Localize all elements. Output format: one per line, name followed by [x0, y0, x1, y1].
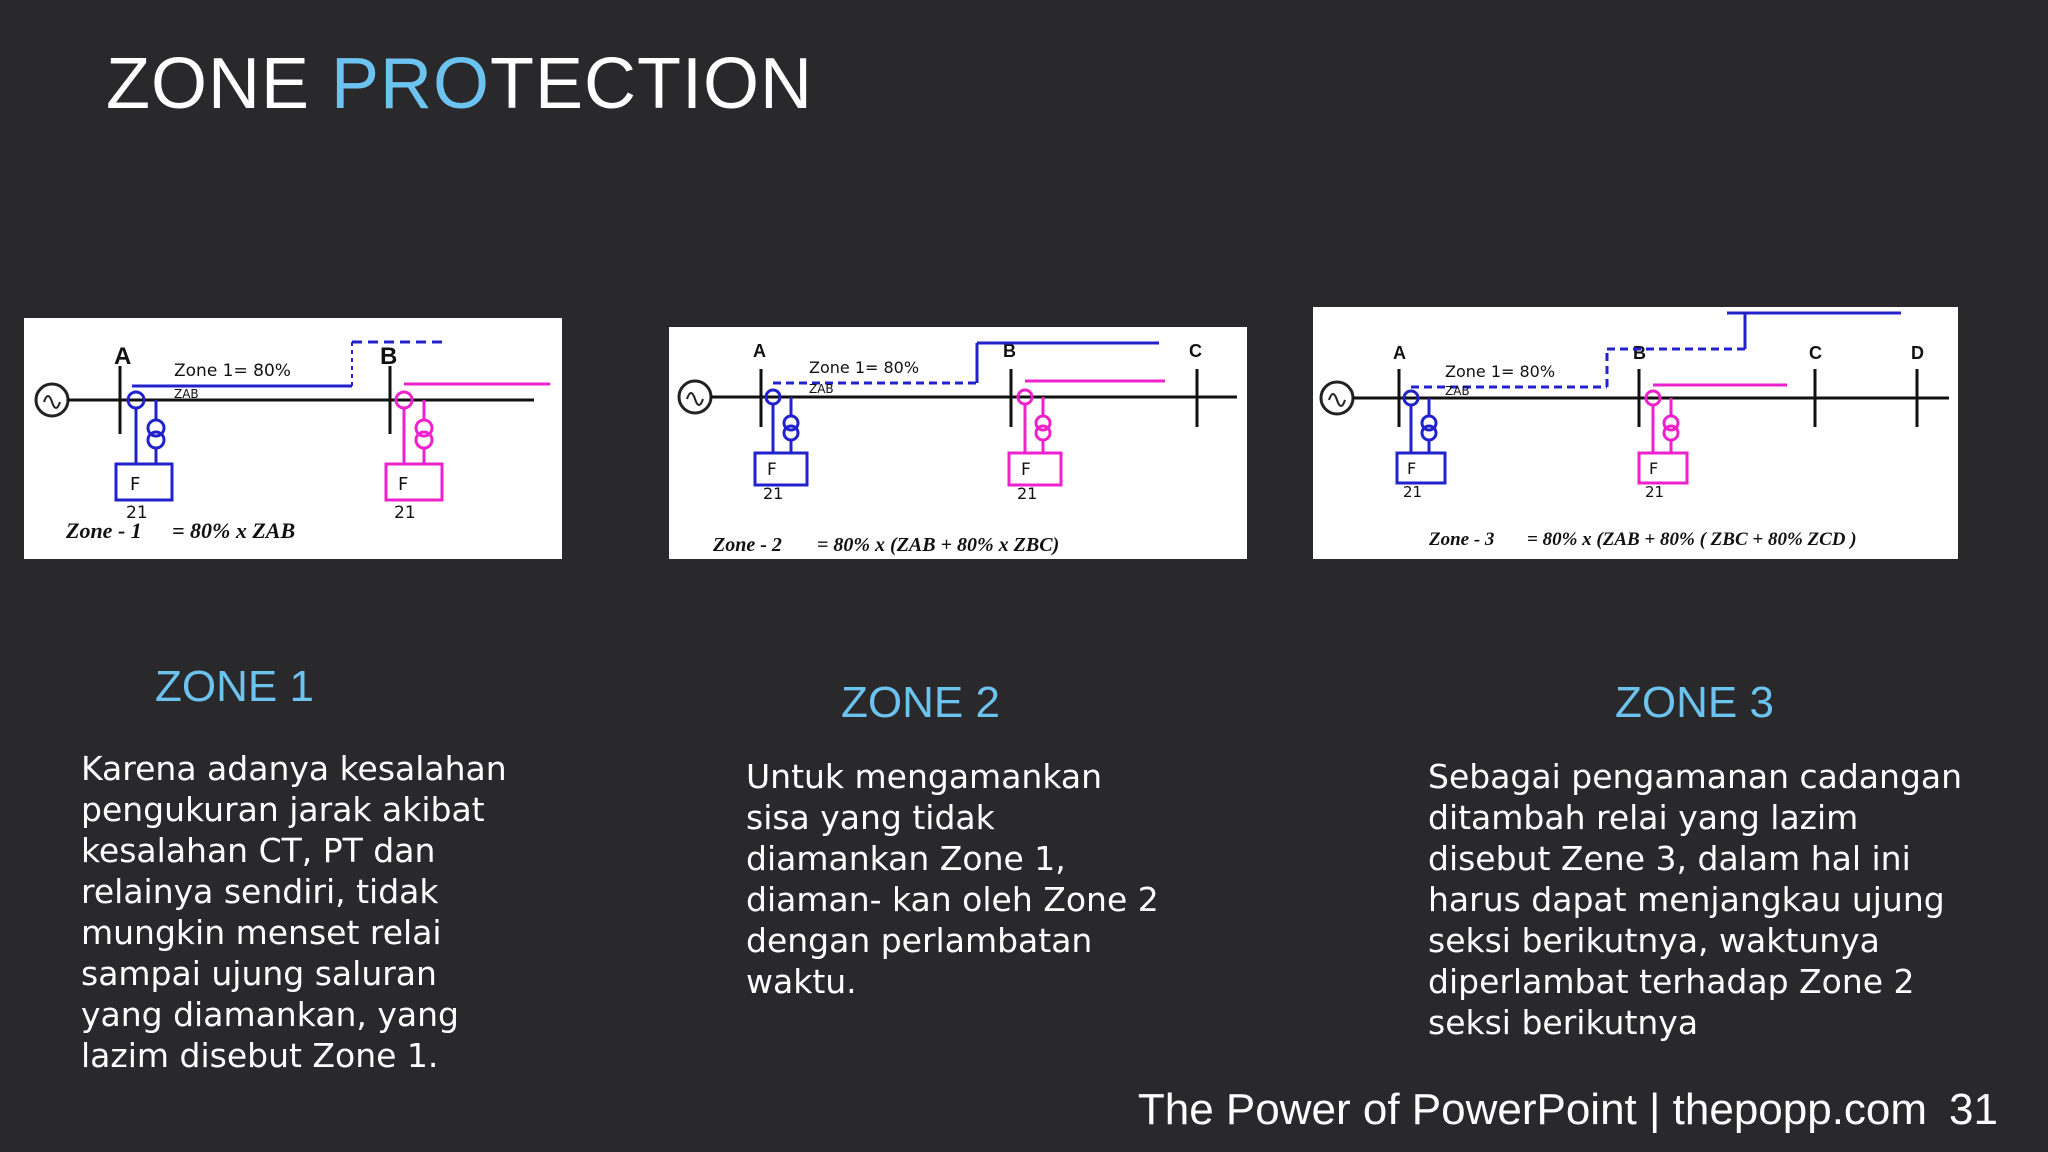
page-number: 31: [1949, 1085, 1998, 1134]
zab-label: ZAB: [174, 387, 199, 401]
zab-label: ZAB: [1445, 384, 1470, 398]
zab-label: ZAB: [809, 382, 834, 396]
zone-1-formula-expr: = 80% x ZAB: [172, 518, 295, 543]
relay-label: F: [767, 460, 777, 480]
zone-3-diagram: A B C D Zone 1= 80% ZAB F 21 F 21: [1313, 307, 1958, 559]
bus-label-a: A: [1393, 343, 1406, 363]
title-part-1: ZONE: [106, 44, 332, 124]
relay-label: F: [398, 474, 408, 495]
zone-1-formula-name: Zone - 1: [65, 518, 142, 543]
relay-number: 21: [1017, 484, 1037, 503]
bus-label-d: D: [1911, 343, 1924, 363]
bus-label-c: C: [1809, 343, 1822, 363]
zone-3-formula-expr: = 80% x (ZAB + 80% ( ZBC + 80% ZCD ): [1527, 529, 1857, 550]
zone-3-description: Sebagai pengamanan cadangan ditambah rel…: [1428, 757, 1963, 1042]
title-part-3: TECTION: [490, 44, 814, 124]
zone-reach-label: Zone 1= 80%: [1445, 362, 1555, 381]
bus-label-b: B: [1633, 343, 1646, 363]
zone-2-diagram: A B C Zone 1= 80% ZAB F 21 F 21 Zone - 2: [669, 327, 1247, 559]
slide-title: ZONE PROTECTION: [106, 48, 813, 120]
relay-label: F: [130, 474, 140, 495]
zone-reach-label: Zone 1= 80%: [174, 361, 291, 381]
zone-2-formula-name: Zone - 2: [712, 534, 782, 556]
bus-label-b: B: [1003, 341, 1016, 361]
relay-label: F: [1021, 460, 1031, 480]
zone-1-description: Karena adanya kesalahan pengukuran jarak…: [81, 749, 507, 1075]
slide-footer: The Power of PowerPoint | thepopp.com 31: [1138, 1088, 1998, 1132]
bus-label-b: B: [380, 343, 397, 370]
zone-2-description: Untuk mengamankan sisa yang tidak diaman…: [746, 757, 1159, 1001]
zone-1-heading: ZONE 1: [155, 662, 314, 711]
bus-label-c: C: [1189, 341, 1202, 361]
zone-1-diagram: A B Zone 1= 80% ZAB F 21 F 21 Zone - 1: [24, 318, 562, 559]
relay-number: 21: [763, 484, 783, 503]
title-part-2-highlight: PRO: [331, 44, 491, 124]
zone-2-heading: ZONE 2: [841, 678, 1000, 727]
relay-label: F: [1649, 459, 1658, 478]
bus-label-a: A: [114, 343, 131, 370]
relay-number: 21: [394, 503, 416, 523]
bus-label-a: A: [753, 341, 766, 361]
zone-3-heading: ZONE 3: [1615, 678, 1774, 727]
zone-2-formula-expr: = 80% x (ZAB + 80% x ZBC): [817, 534, 1059, 556]
zone-3-formula-name: Zone - 3: [1428, 529, 1494, 550]
footer-text: The Power of PowerPoint | thepopp.com: [1137, 1085, 1928, 1134]
zone-reach-label: Zone 1= 80%: [809, 358, 919, 377]
relay-number: 21: [1403, 483, 1422, 501]
relay-label: F: [1407, 459, 1416, 478]
relay-number: 21: [126, 503, 148, 523]
relay-number: 21: [1645, 483, 1664, 501]
